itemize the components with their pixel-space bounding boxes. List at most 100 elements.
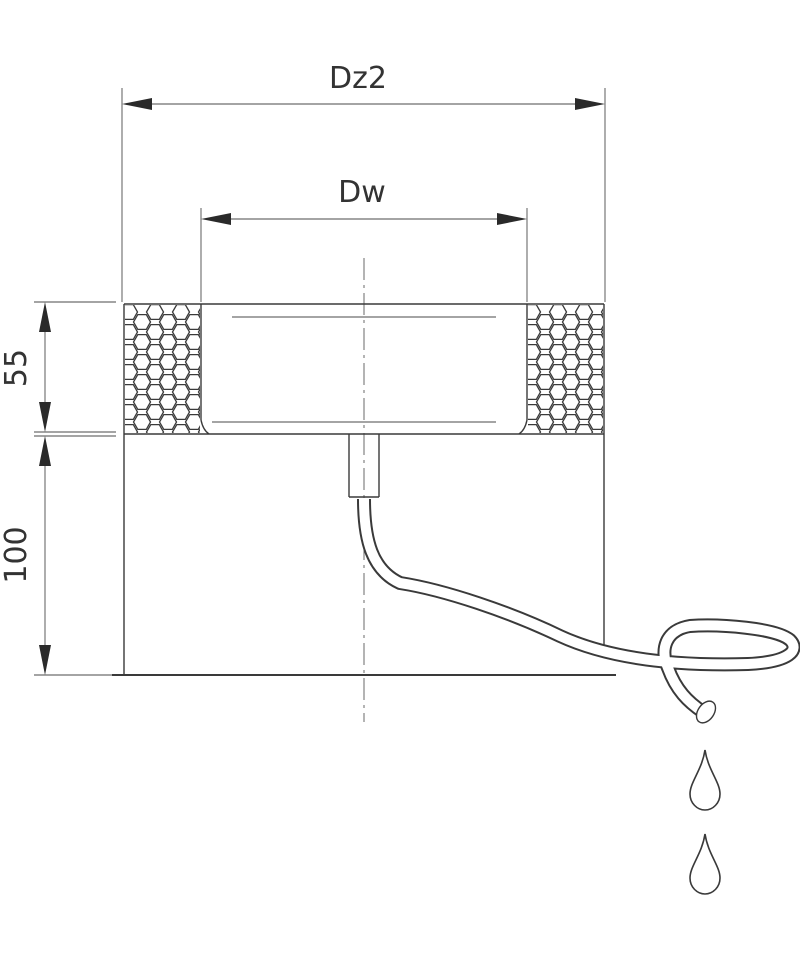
insulation-hex (574, 343, 594, 361)
insulation-hex (600, 328, 603, 336)
insulation-pattern-right (528, 305, 606, 450)
insulation-hex (145, 323, 165, 341)
insulation-hex (574, 305, 594, 321)
insulation-hex (561, 333, 581, 351)
insulation-hex (125, 363, 139, 381)
insulation-hex (587, 413, 603, 431)
water-drop-icon (689, 833, 721, 895)
insulation-hex (548, 305, 568, 321)
insulation-hex (145, 343, 165, 361)
drain-hose (357, 498, 800, 724)
insulation-hex (125, 305, 139, 321)
insulation-hex (132, 313, 152, 331)
upper-insulated-ring (123, 303, 606, 450)
insulation-hex (528, 403, 542, 421)
insulation-hex (197, 388, 200, 396)
insulation-hex (171, 343, 191, 361)
insulation-hex (561, 313, 581, 331)
insulation-hex (171, 323, 191, 341)
insulation-hex (563, 435, 580, 450)
insulation-hex (574, 383, 594, 401)
water-drop-icon (689, 749, 721, 811)
insulation-hex (171, 363, 191, 381)
insulation-hex (528, 305, 542, 321)
insulation-hex (197, 408, 200, 416)
lower-cylinder-body (112, 434, 616, 676)
insulation-hex (158, 373, 178, 391)
insulation-hex (528, 323, 542, 341)
insulation-hex (587, 373, 603, 391)
insulation-hex (125, 343, 139, 361)
insulation-hex (145, 423, 165, 433)
insulation-hex (132, 353, 152, 371)
arrowhead-up (39, 302, 51, 332)
insulation-hex (574, 423, 594, 433)
insulation-hex (600, 428, 603, 433)
insulation-hex (548, 403, 568, 421)
insulation-hex (171, 383, 191, 401)
dw-label: Dw (338, 175, 386, 210)
insulation-hex (528, 363, 542, 381)
insulation-hex (186, 435, 203, 450)
insulation-hex (184, 393, 200, 411)
insulation-hex (548, 423, 568, 433)
insulation-hex (535, 313, 555, 331)
insulation-hex (600, 348, 603, 356)
insulation-hex (587, 353, 603, 371)
dimension-dz2: Dz2 (121, 61, 606, 302)
insulation-hex (600, 388, 603, 396)
arrowhead-right (497, 213, 527, 225)
insulation-hex (125, 323, 139, 341)
insulation-hex (132, 373, 152, 391)
insulation-hex (535, 333, 555, 351)
insulation-hex (184, 313, 200, 331)
insulation-hex (528, 383, 542, 401)
arrowhead-down (39, 645, 51, 675)
insulation-hex (197, 328, 200, 336)
insulation-hex (184, 353, 200, 371)
drain-pipe-stub (348, 434, 380, 498)
insulation-hex (125, 423, 139, 433)
insulation-hex (171, 305, 191, 321)
insulation-hex (158, 413, 178, 431)
insulation-hex (561, 373, 581, 391)
insulation-hex (160, 435, 177, 450)
insulation-hex (184, 373, 200, 391)
insulation-hex (574, 363, 594, 381)
insulation-hex (145, 383, 165, 401)
insulation-hex (561, 353, 581, 371)
dimension-55: 55 (0, 301, 116, 437)
insulation-hex (145, 305, 165, 321)
insulation-hex (197, 348, 200, 356)
insulation-hex (171, 423, 191, 433)
insulation-hex (574, 403, 594, 421)
insulation-hex (184, 333, 200, 351)
insulation-hex (528, 343, 542, 361)
insulation-hex (600, 368, 603, 376)
insulation-hex (132, 333, 152, 351)
insulation-hex (537, 435, 554, 450)
insulation-hex (197, 368, 200, 376)
insulation-hex (134, 435, 151, 450)
insulation-hex (548, 343, 568, 361)
insulation-hex (132, 413, 152, 431)
insulation-hex (132, 393, 152, 411)
height-55-label: 55 (0, 349, 34, 387)
insulation-hex (587, 333, 603, 351)
insulation-hex (574, 323, 594, 341)
dz2-label: Dz2 (329, 61, 387, 96)
insulation-hex (171, 403, 191, 421)
insulation-pattern-left (125, 305, 203, 450)
height-100-label: 100 (0, 526, 34, 583)
insulation-hex (548, 363, 568, 381)
arrowhead-left (201, 213, 231, 225)
insulation-hex (158, 313, 178, 331)
insulation-hex (561, 413, 581, 431)
hose-outlet (695, 700, 717, 724)
dimension-dw: Dw (200, 175, 528, 302)
insulation-hex (561, 393, 581, 411)
dimension-100: 100 (0, 436, 116, 676)
insulation-hex (145, 403, 165, 421)
insulation-hex (589, 435, 606, 450)
